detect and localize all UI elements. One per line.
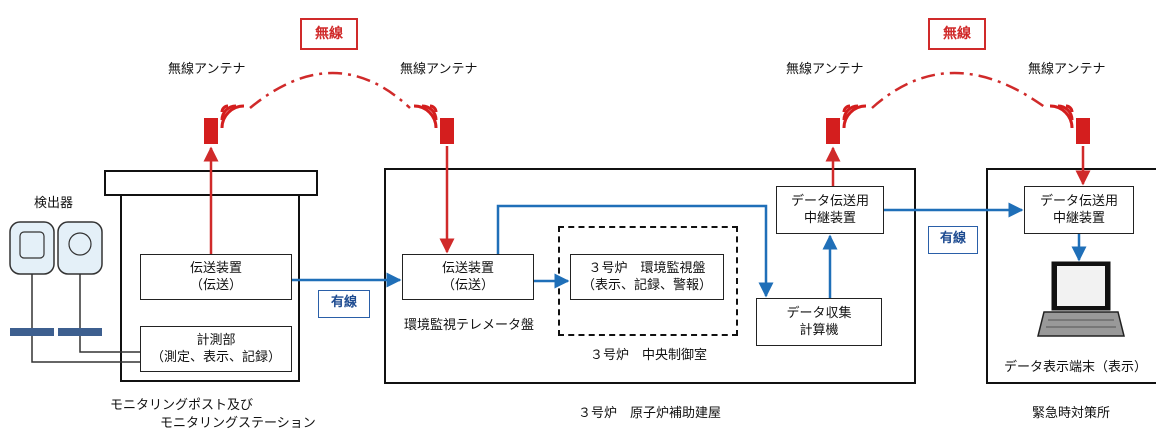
antenna-label-3: 無線アンテナ	[786, 62, 864, 77]
transmitter-left: 伝送装置 （伝送）	[140, 254, 292, 300]
blue-arrow-telemeter-to-computer	[496, 204, 774, 298]
monitoring-station-caption-2: モニタリングステーション	[160, 416, 316, 431]
relay-center-line2: 中継装置	[803, 211, 856, 226]
env-panel: ３号炉 環境監視盤 （表示、記録、警報）	[570, 254, 724, 300]
monitoring-station-caption-1: モニタリングポスト及び	[110, 398, 254, 413]
aux-building-caption: ３号炉 原子炉補助建屋	[578, 406, 722, 421]
antenna-icon-2	[413, 104, 454, 144]
transmitter-center-line2: （伝送）	[441, 278, 494, 293]
env-panel-line2: （表示、記録、警報）	[581, 278, 712, 293]
wired-tag-right: 有線	[928, 226, 978, 254]
antenna-label-2: 無線アンテナ	[400, 62, 478, 77]
antenna-icon-4	[1049, 104, 1090, 144]
detector-icon-2	[57, 221, 103, 330]
measurement-unit-line2: （測定、表示、記録）	[150, 350, 281, 365]
control-room-caption: ３号炉 中央制御室	[590, 348, 708, 363]
relay-right: データ伝送用 中継装置	[1024, 186, 1134, 234]
env-panel-line1: ３号炉 環境監視盤	[588, 261, 706, 276]
wired-tag-left: 有線	[318, 290, 370, 318]
telemeter-panel-caption: 環境監視テレメータ盤	[404, 318, 535, 333]
terminal-caption: データ表示端末（表示）	[1004, 360, 1148, 375]
emergency-office-caption: 緊急時対策所	[1032, 406, 1111, 421]
detector-cable-2	[79, 336, 140, 353]
antenna-icon-1	[204, 104, 245, 144]
transmitter-center-line1: 伝送装置	[441, 261, 494, 276]
wireless-tag-right: 無線	[928, 18, 986, 50]
data-computer-line2: 計算機	[799, 323, 839, 338]
transmitter-left-line2: （伝送）	[189, 278, 242, 293]
transmitter-left-line1: 伝送装置	[189, 261, 242, 276]
relay-right-line2: 中継装置	[1052, 211, 1105, 226]
data-computer-line1: データ収集	[786, 306, 852, 321]
detector-base-2	[58, 328, 102, 336]
relay-center-line1: データ伝送用	[790, 194, 869, 209]
antenna-label-1: 無線アンテナ	[168, 62, 246, 77]
laptop-icon	[1037, 261, 1125, 337]
wireless-arc-right	[871, 71, 1047, 110]
measurement-unit-line1: 計測部	[196, 333, 236, 348]
antenna-icon-3	[826, 104, 867, 144]
antenna-label-4: 無線アンテナ	[1028, 62, 1106, 77]
relay-right-line1: データ伝送用	[1039, 194, 1118, 209]
data-computer: データ収集 計算機	[756, 298, 882, 346]
detector-base-1	[10, 328, 54, 336]
relay-center: データ伝送用 中継装置	[776, 186, 884, 234]
measurement-unit: 計測部 （測定、表示、記録）	[140, 326, 292, 372]
transmitter-center: 伝送装置 （伝送）	[402, 254, 534, 300]
detector-cable-1	[31, 336, 140, 363]
detector-icon-1	[9, 221, 55, 330]
detector-label: 検出器	[34, 196, 74, 211]
wireless-tag-left: 無線	[300, 18, 358, 50]
wireless-arc-left	[249, 71, 411, 109]
